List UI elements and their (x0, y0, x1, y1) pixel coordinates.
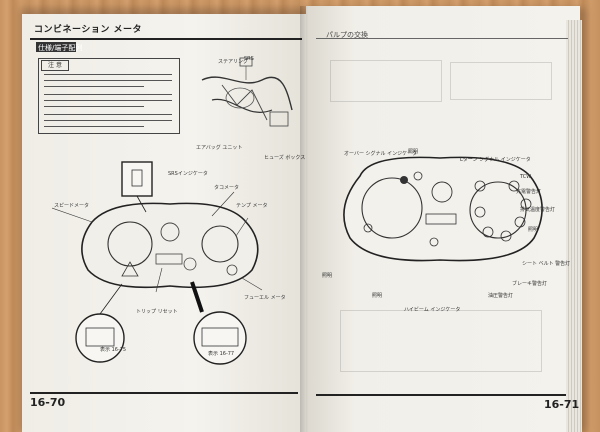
right-page-number: 16-71 (544, 398, 580, 411)
temp-meter-label: テンプ メータ (236, 203, 268, 209)
exhaust-temp-warning-label: 排気温度警告灯 (520, 207, 556, 213)
speedometer-label: スピードメータ (54, 203, 90, 209)
airbag-unit-label: エアバッグ ユニット (196, 145, 243, 151)
fuel-meter-label: フューエル メータ (244, 295, 286, 301)
right-cluster-diagram (343, 156, 543, 262)
charge-warning-label: 充電警告灯 (516, 189, 542, 195)
caution-text-line (44, 120, 172, 121)
brake-warning-label: ブレーキ警告灯 (512, 281, 548, 287)
caution-text-line (44, 100, 172, 101)
tachometer-label: タコメータ (214, 185, 240, 191)
seatbelt-warning-label: シート ベルト 警告灯 (522, 261, 571, 267)
caution-text-line (44, 114, 172, 115)
right-illumination-label: 照明 (528, 227, 539, 233)
right-header-rule (316, 38, 568, 39)
caution-badge: 注 意 (41, 60, 69, 71)
left-turn-indicator-label: Lターン シグナル インジケータ (460, 157, 531, 163)
section-title-bar (36, 42, 76, 52)
show-through-ghost (340, 310, 542, 372)
show-through-ghost (330, 60, 442, 102)
left-footer-rule (30, 392, 298, 394)
show-through-ghost (450, 62, 552, 100)
bottom-illumination-label: 照明 (372, 293, 383, 299)
tcw-label: TCW (520, 174, 532, 180)
caution-text-line (44, 74, 172, 75)
right-header-title: パルプの交換 (326, 31, 368, 39)
top-illumination-label: 照明 (408, 149, 419, 155)
srs-indicator-label: SRSインジケータ (168, 171, 208, 177)
ref-label-center: 表示 16-77 (208, 351, 235, 357)
oil-pressure-warning-label: 油圧警告灯 (488, 293, 514, 299)
left-header-bar (30, 22, 302, 40)
caution-text-line (44, 106, 144, 107)
fuse-box-label: ヒューズ ボックス (264, 155, 306, 161)
trip-reset-label: トリップ リセット (136, 309, 178, 315)
turn-indicator-label: オーバー シグナル インジケータ (344, 151, 418, 157)
caution-text-line (44, 126, 144, 127)
section-title: 仕様/端子配列 (38, 44, 83, 52)
high-beam-indicator-label: ハイビーム インジケータ (404, 307, 461, 313)
caution-box (38, 58, 180, 134)
steering-label: ステアリング (218, 59, 249, 65)
srs-warning-label: SRS (244, 56, 254, 62)
left-illumination-label: 照明 (322, 273, 333, 279)
wire-harness-diagram (201, 57, 293, 127)
caution-text-line (44, 80, 172, 81)
caution-text-line (44, 94, 172, 95)
book-gutter (300, 6, 314, 432)
ref-label-left: 表示 16-75 (100, 347, 127, 353)
left-cluster-diagram (52, 161, 263, 365)
page-edges (566, 20, 582, 432)
caution-text-line (44, 86, 144, 87)
left-page-number: 16-70 (30, 396, 66, 409)
right-footer-rule (316, 394, 566, 396)
left-header-title: コンビネーション メータ (34, 25, 142, 35)
